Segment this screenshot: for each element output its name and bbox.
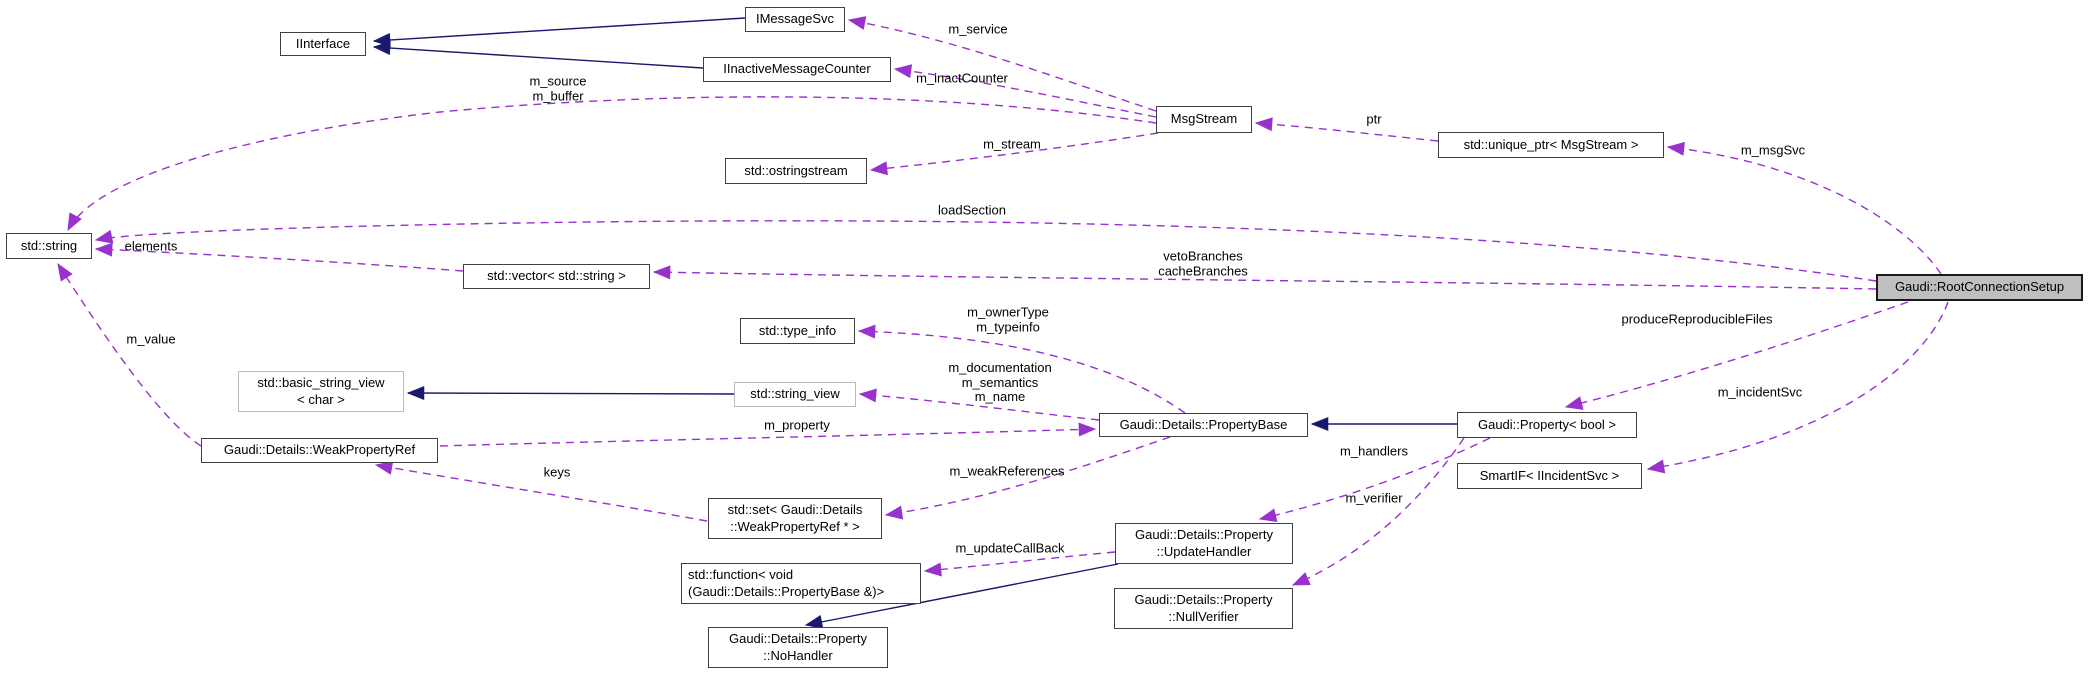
edge-label-elements: elements <box>124 238 178 254</box>
node-msgstream[interactable]: MsgStream <box>1156 106 1252 133</box>
edge-label-m-ownertype-m-typeinfo: m_ownerType m_typeinfo <box>967 304 1049 334</box>
edge-loadsection <box>94 220 1877 282</box>
edge-m-documentation-m-semantics-m-name <box>858 388 1100 421</box>
node-string[interactable]: std::string <box>6 233 92 259</box>
edge-label-ptr: ptr <box>1366 111 1382 127</box>
node-function-void[interactable]: std::function< void (Gaudi::Details::Pro… <box>681 563 921 604</box>
node-rootconnectionsetup: Gaudi::RootConnectionSetup <box>1876 274 2083 301</box>
edge-vetobranches-cachebranches <box>652 265 1877 290</box>
node-nullverifier[interactable]: Gaudi::Details::Property ::NullVerifier <box>1114 588 1293 629</box>
edge-label-m-handlers: m_handlers <box>1340 443 1408 459</box>
node-vector-string[interactable]: std::vector< std::string > <box>463 264 650 289</box>
edge-m-source-m-buffer <box>67 96 1157 232</box>
edge-elements <box>94 242 464 272</box>
edge-label-m-incidentsvc: m_incidentSvc <box>1717 384 1803 400</box>
edge-label-producereproduciblefiles: produceReproducibleFiles <box>1621 311 1773 327</box>
edge-m-msgsvc <box>1666 141 1942 275</box>
node-nohandler[interactable]: Gaudi::Details::Property ::NoHandler <box>708 627 888 668</box>
node-propertybase[interactable]: Gaudi::Details::PropertyBase <box>1099 413 1308 437</box>
node-basic-string-view[interactable]: std::basic_string_view < char > <box>238 371 404 412</box>
edge-m-value <box>57 262 202 447</box>
node-smartif-iincidentsvc[interactable]: SmartIF< IIncidentSvc > <box>1457 463 1642 489</box>
edge-iinactivemessagecounter-iinterface <box>372 41 704 69</box>
edge-label-m-updatecallback: m_updateCallBack <box>955 540 1065 556</box>
edge-label-m-msgsvc: m_msgSvc <box>1740 142 1806 158</box>
edge-label-m-documentation-m-semantics-m-name: m_documentation m_semantics m_name <box>948 360 1052 405</box>
edge-m-verifier <box>1291 437 1465 586</box>
node-imessagesvc[interactable]: IMessageSvc <box>745 7 845 32</box>
edge-m-handlers <box>1258 437 1491 523</box>
node-updatehandler[interactable]: Gaudi::Details::Property ::UpdateHandler <box>1115 523 1293 564</box>
node-unique-ptr-msgstream[interactable]: std::unique_ptr< MsgStream > <box>1438 132 1664 158</box>
node-set-weakpropertyref[interactable]: std::set< Gaudi::Details ::WeakPropertyR… <box>708 498 882 539</box>
node-type-info[interactable]: std::type_info <box>740 318 855 344</box>
edge-m-stream <box>869 132 1159 176</box>
edge-label-m-property: m_property <box>764 417 830 433</box>
edge-m-weakreferences <box>884 436 1171 520</box>
edge-label-loadsection: loadSection <box>938 202 1006 218</box>
node-property-bool[interactable]: Gaudi::Property< bool > <box>1457 412 1637 438</box>
edge-label-m-weakreferences: m_weakReferences <box>949 463 1065 479</box>
edge-label-m-verifier: m_verifier <box>1345 490 1403 506</box>
edge-producereproduciblefiles <box>1564 301 1909 410</box>
edge-ptr <box>1254 117 1439 142</box>
edge-m-service <box>847 16 1157 112</box>
edge-label-m-stream: m_stream <box>983 136 1041 152</box>
node-ostringstream[interactable]: std::ostringstream <box>725 158 867 184</box>
edge-m-inactcounter <box>893 64 1157 118</box>
edge-updatehandler-nohandler <box>804 563 1119 629</box>
edge-label-vetobranches-cachebranches: vetoBranches cacheBranches <box>1158 248 1248 278</box>
edge-stringview-basicstringview <box>406 386 735 401</box>
edge-label-m-value: m_value <box>126 331 176 347</box>
edge-label-m-service: m_service <box>948 21 1008 37</box>
edge-m-property <box>439 422 1097 447</box>
node-iinactivemessagecounter[interactable]: IInactiveMessageCounter <box>703 57 891 82</box>
edge-label-keys: keys <box>543 464 571 480</box>
node-iinterface[interactable]: IInterface <box>280 32 366 56</box>
node-string-view[interactable]: std::string_view <box>734 382 856 407</box>
edge-m-incidentsvc <box>1646 301 1949 474</box>
edge-keys <box>374 460 708 522</box>
edge-label-m-source-m-buffer: m_source m_buffer <box>529 73 587 103</box>
edge-m-ownertype-m-typeinfo <box>857 324 1186 414</box>
node-weakpropertyref[interactable]: Gaudi::Details::WeakPropertyRef <box>201 438 438 463</box>
edge-imessagesvc-iinterface <box>372 17 746 47</box>
edge-m-updatecallback <box>923 551 1116 577</box>
edge-label-m-inactcounter: m_inactCounter <box>916 70 1008 86</box>
